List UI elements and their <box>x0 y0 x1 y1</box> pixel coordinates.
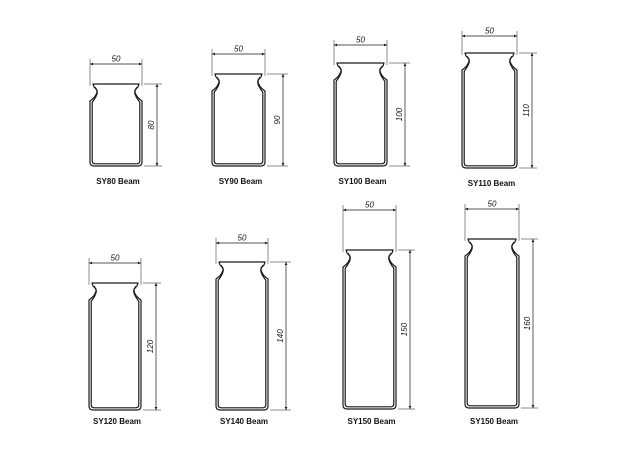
beam-outline <box>211 73 266 167</box>
dimension-arrowhead <box>216 241 219 245</box>
dimension-arrowhead <box>531 405 535 408</box>
dimension-arrowhead <box>265 241 268 245</box>
dimension-arrowhead <box>462 34 465 38</box>
dimension-arrowhead <box>343 208 346 212</box>
beam-outline <box>461 52 518 169</box>
beam-caption: SY150 Beam <box>347 417 395 426</box>
beam-inner-outline <box>91 86 141 165</box>
dimension-arrowhead <box>281 163 285 166</box>
width-dimension-label: 50 <box>234 45 243 54</box>
height-dimension-label: 150 <box>400 322 409 336</box>
dimension-arrowhead <box>403 163 407 166</box>
beam-inner-outline <box>217 264 267 409</box>
beam-outline <box>88 282 142 411</box>
width-dimension-label: 50 <box>356 36 365 45</box>
width-dimension-label: 50 <box>365 201 374 210</box>
dimension-arrowhead <box>90 62 93 66</box>
height-dimension-label: 160 <box>523 316 532 330</box>
dimension-arrowhead <box>384 43 387 47</box>
beam-inner-outline <box>213 76 264 165</box>
dimension-arrowhead <box>155 84 159 87</box>
dimension-arrowhead <box>284 407 288 410</box>
dimension-arrowhead <box>284 262 288 265</box>
beam-caption: SY110 Beam <box>468 179 516 188</box>
beam-caption: SY90 Beam <box>219 177 263 186</box>
beam-caption: SY80 Beam <box>96 177 140 186</box>
beam-outline <box>215 261 269 411</box>
beam-inner-outline <box>466 241 518 407</box>
dimension-arrowhead <box>262 52 265 56</box>
width-dimension-label: 50 <box>485 27 494 36</box>
dimension-arrowhead <box>154 407 158 410</box>
width-dimension-label: 50 <box>488 200 497 209</box>
dimension-arrowhead <box>138 261 141 265</box>
dimension-arrowhead <box>139 62 142 66</box>
dimension-arrowhead <box>465 207 468 211</box>
dimension-arrowhead <box>531 239 535 242</box>
beam-inner-outline <box>344 252 395 408</box>
height-dimension-label: 90 <box>273 115 282 124</box>
dimension-arrowhead <box>530 165 534 168</box>
width-dimension-label: 50 <box>112 55 121 64</box>
dimension-arrowhead <box>514 34 517 38</box>
height-dimension-label: 140 <box>276 329 285 343</box>
beam-outline <box>464 238 520 409</box>
dimension-arrowhead <box>334 43 337 47</box>
dimension-arrowhead <box>212 52 215 56</box>
dimension-arrowhead <box>393 208 396 212</box>
height-dimension-label: 80 <box>147 120 156 129</box>
beam-outline <box>342 249 397 410</box>
beam-inner-outline <box>463 55 516 167</box>
beam-outline <box>89 83 143 167</box>
beam-caption: SY120 Beam <box>93 417 141 426</box>
dimension-arrowhead <box>408 250 412 253</box>
height-dimension-label: 110 <box>522 104 531 117</box>
width-dimension-label: 50 <box>111 254 120 263</box>
beam-inner-outline <box>90 285 140 409</box>
dimension-arrowhead <box>89 261 92 265</box>
dimension-arrowhead <box>408 406 412 409</box>
dimension-arrowhead <box>155 163 159 166</box>
beam-inner-outline <box>335 65 386 165</box>
beam-caption: SY150 Beam <box>470 417 518 426</box>
dimension-arrowhead <box>154 283 158 286</box>
beam-caption: SY140 Beam <box>220 417 268 426</box>
height-dimension-label: 120 <box>146 339 155 353</box>
dimension-arrowhead <box>516 207 519 211</box>
dimension-arrowhead <box>530 53 534 56</box>
beam-outline <box>333 62 388 167</box>
height-dimension-label: 100 <box>395 107 404 121</box>
beam-caption: SY100 Beam <box>338 177 386 186</box>
dimension-arrowhead <box>281 74 285 77</box>
width-dimension-label: 50 <box>238 234 247 243</box>
dimension-arrowhead <box>403 63 407 66</box>
